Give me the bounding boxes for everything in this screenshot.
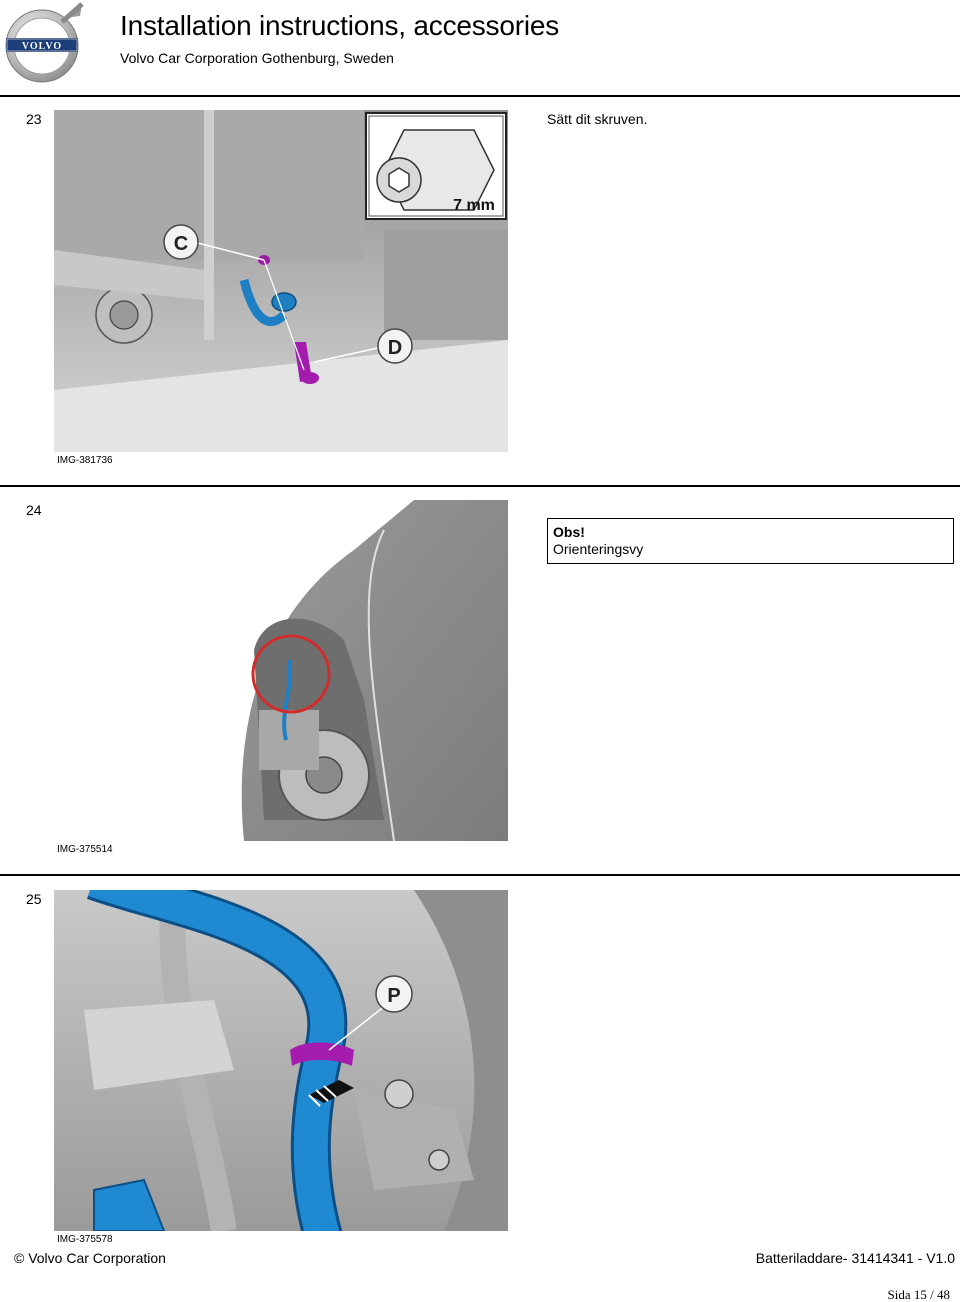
divider bbox=[0, 95, 960, 97]
logo-text: VOLVO bbox=[22, 41, 62, 52]
note-body: Orienteringsvy bbox=[553, 541, 644, 557]
document-title: Installation instructions, accessories bbox=[120, 10, 560, 41]
callout-c: C bbox=[174, 233, 188, 255]
step-illustration: P bbox=[54, 890, 508, 1231]
step-illustration: C D 7 mm bbox=[54, 110, 508, 452]
note-box: Obs! Orienteringsvy bbox=[547, 518, 954, 564]
step-number: 25 bbox=[26, 891, 42, 907]
step-number: 24 bbox=[26, 502, 42, 518]
callout-p: P bbox=[387, 985, 400, 1007]
note-title: Obs! bbox=[553, 524, 585, 540]
footer-document-id: Batteriladdare- 31414341 - V1.0 bbox=[755, 1250, 955, 1266]
divider bbox=[0, 485, 960, 487]
page-number: Sida 15 / 48 bbox=[887, 1287, 950, 1302]
callout-d: D bbox=[388, 337, 402, 359]
step-number: 23 bbox=[26, 111, 42, 127]
image-id: IMG-375578 bbox=[57, 1234, 113, 1245]
step-illustration bbox=[54, 500, 508, 841]
tool-size-label: 7 mm bbox=[453, 197, 495, 214]
volvo-logo: VOLVO bbox=[5, 2, 84, 83]
document-subtitle: Volvo Car Corporation Gothenburg, Sweden bbox=[120, 50, 394, 66]
image-id: IMG-375514 bbox=[57, 844, 113, 855]
step-text: Sätt dit skruven. bbox=[547, 111, 648, 127]
divider bbox=[0, 874, 960, 876]
footer-copyright: © Volvo Car Corporation bbox=[14, 1250, 166, 1266]
image-id: IMG-381736 bbox=[57, 455, 113, 466]
